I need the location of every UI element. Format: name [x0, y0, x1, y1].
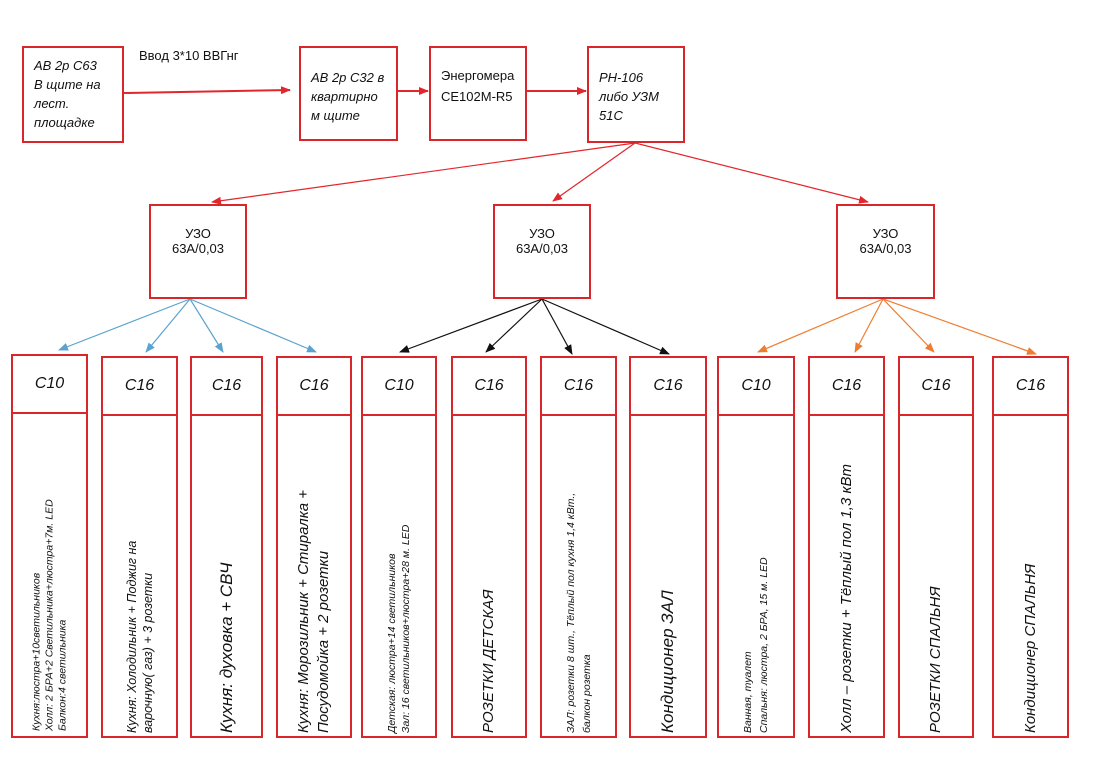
circuit-breaker-rating: С16	[631, 358, 705, 416]
circuit-breaker-rating: С16	[994, 358, 1067, 416]
circuit-breaker-rating: С16	[103, 358, 176, 416]
circuit-description: ЗАЛ: розетки 8 шт., Тёплый пол кухня 1,4…	[564, 492, 593, 733]
arrow-rcd3-circuit-11	[882, 298, 935, 353]
arrow-rcd3-circuit-10	[854, 298, 884, 353]
circuit-breaker-rating: С10	[363, 358, 435, 416]
circuit-description: Детская: люстра+14 светильников Зал: 16 …	[386, 524, 412, 733]
apartment-breaker-box: АВ 2р С32 в квартирно м щите	[299, 46, 398, 141]
circuit-description: Кухня: Холодильник + Поджиг на варочную(…	[124, 540, 155, 733]
arrow-rcd2-circuit-8	[541, 298, 670, 355]
voltage-relay-text: РН-106 либо УЗМ 51С	[599, 70, 659, 123]
circuit-4: С16 Кухня: Морозильник + Стиралка + Посу…	[276, 356, 352, 738]
circuit-breaker-rating: С16	[900, 358, 972, 416]
circuit-description: Кухня:люстра+10светильников Холл: 2 БРА+…	[30, 499, 68, 731]
circuit-11: С16 РОЗЕТКИ СПАЛЬНЯ	[898, 356, 974, 738]
arrow-rcd2-circuit-5	[399, 298, 543, 353]
circuit-breaker-rating: С10	[13, 356, 86, 414]
circuit-breaker-rating: С16	[192, 358, 261, 416]
voltage-relay-box: РН-106 либо УЗМ 51С	[587, 46, 685, 143]
circuit-description: РОЗЕТКИ ДЕТСКАЯ	[480, 589, 497, 733]
circuit-5: С10 Детская: люстра+14 светильников Зал:…	[361, 356, 437, 738]
arrow-input-to-apartment	[123, 86, 291, 95]
circuit-7: С16 ЗАЛ: розетки 8 шт., Тёплый пол кухня…	[540, 356, 617, 738]
arrow-rcd3-circuit-9	[757, 298, 884, 353]
circuit-description: Кондиционер СПАЛЬНЯ	[1021, 563, 1039, 733]
apartment-breaker-text: АВ 2р С32 в квартирно м щите	[311, 70, 385, 123]
circuit-10: С16 Холл – розетки + Тёплый пол 1,3 кВт	[808, 356, 885, 738]
meter-text: Энергомера CE102M-R5	[441, 68, 515, 104]
circuit-description: Холл – розетки + Тёплый пол 1,3 кВт	[837, 463, 855, 733]
arrow-rcd2-circuit-6	[485, 298, 543, 353]
rcd-3: УЗО 63А/0,03	[836, 204, 935, 299]
circuit-3: С16 Кухня: духовка + СВЧ	[190, 356, 263, 738]
arrow-rcd3-circuit-12	[882, 298, 1037, 355]
circuit-6: С16 РОЗЕТКИ ДЕТСКАЯ	[451, 356, 527, 738]
circuit-breaker-rating: С10	[719, 358, 793, 416]
circuit-description: Кухня: Морозильник + Стиралка + Посудомо…	[295, 489, 332, 733]
arrow-relay-to-rcd-1	[211, 142, 636, 205]
meter-box: Энергомера CE102M-R5	[429, 46, 527, 141]
rcd-1: УЗО 63А/0,03	[149, 204, 247, 299]
rcd-2: УЗО 63А/0,03	[493, 204, 591, 299]
circuit-breaker-rating: С16	[810, 358, 883, 416]
circuit-description: Ванная, туалет Спальня: люстра, 2 БРА, 1…	[742, 557, 770, 733]
circuit-description: РОЗЕТКИ СПАЛЬНЯ	[927, 586, 944, 733]
arrow-rcd2-circuit-7	[541, 298, 573, 355]
arrow-rcd1-circuit-3	[189, 298, 224, 353]
arrow-relay-to-rcd-3	[634, 142, 869, 204]
arrow-rcd1-circuit-4	[189, 298, 317, 353]
circuit-description: Кухня: духовка + СВЧ	[216, 562, 236, 733]
input-breaker-box: АВ 2р С63 В щите на лест. площадке	[22, 46, 124, 143]
input-breaker-text: АВ 2р С63 В щите на лест. площадке	[34, 58, 101, 130]
arrow-relay-to-rcd-2	[552, 142, 636, 202]
circuit-12: С16 Кондиционер СПАЛЬНЯ	[992, 356, 1069, 738]
circuit-1: С10 Кухня:люстра+10светильников Холл: 2 …	[11, 354, 88, 738]
circuit-8: С16 Кондиционер ЗАЛ	[629, 356, 707, 738]
arrow-rcd1-circuit-1	[58, 298, 191, 351]
circuit-2: С16 Кухня: Холодильник + Поджиг на вароч…	[101, 356, 178, 738]
circuit-9: С10 Ванная, туалет Спальня: люстра, 2 БР…	[717, 356, 795, 738]
circuit-description: Кондиционер ЗАЛ	[658, 590, 677, 733]
circuit-breaker-rating: С16	[453, 358, 525, 416]
circuit-breaker-rating: С16	[278, 358, 350, 416]
circuit-breaker-rating: С16	[542, 358, 615, 416]
arrow-rcd1-circuit-2	[145, 298, 191, 353]
input-cable-label: Ввод 3*10 ВВГнг	[139, 48, 239, 63]
